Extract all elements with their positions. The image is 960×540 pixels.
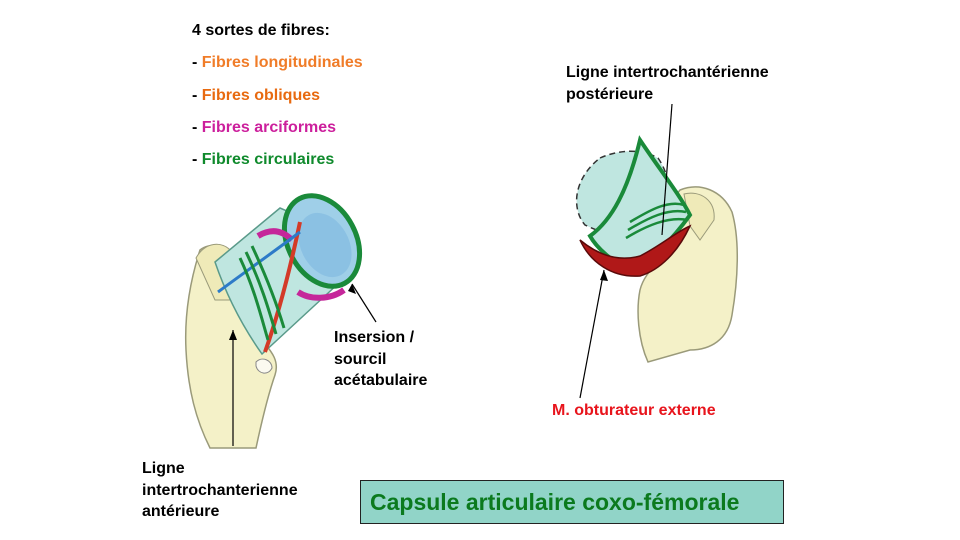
posterior-femur-drawing: [575, 135, 739, 363]
legend-label-arciform: Fibres arciformes: [201, 119, 337, 136]
pointer-anterior-arrowhead: [229, 330, 237, 340]
arciform-fibre-lower: [296, 287, 346, 301]
label-acetabular-insertion: Insersion / sourcil acétabulaire: [334, 327, 427, 392]
label-posterior-line-2: postérieure: [566, 85, 654, 103]
label-insertion-line-3: acétabulaire: [334, 372, 428, 390]
label-insertion-line-1: Insersion /: [334, 329, 415, 346]
arciform-fibre-upper: [256, 228, 295, 243]
posterior-circular-fibre-3: [625, 217, 689, 240]
legend-dash: -: [192, 54, 202, 71]
legend-dash: -: [192, 151, 202, 168]
legend-item-arciform: - Fibres arciformes: [192, 118, 336, 139]
circular-fibre-3: [250, 245, 286, 329]
pointer-posterior-line: [661, 103, 673, 236]
slide-title-box: Capsule articulaire coxo-fémorale: [360, 480, 784, 524]
obturator-externus-muscle: [579, 224, 692, 277]
label-anterior-line-2: intertrochanterienne: [142, 481, 298, 499]
label-anterior-line-1: Ligne: [142, 460, 185, 477]
pointer-insertion-arrowhead: [348, 284, 356, 294]
slide-title: Capsule articulaire coxo-fémorale: [370, 488, 740, 515]
legend-item-longitudinal: - Fibres longitudinales: [192, 53, 363, 74]
greater-trochanter-posterior: [683, 192, 715, 241]
legend-dash: -: [192, 87, 202, 104]
posterior-circular-fibre-1: [629, 202, 685, 224]
label-posterior-intertrochanteric-line: Ligne intertrochantérienne postérieure: [566, 62, 769, 105]
circular-fibre-1: [238, 257, 270, 341]
pointer-insertion: [351, 283, 377, 323]
pointer-obturator: [579, 269, 605, 399]
label-anterior-line-3: antérieure: [142, 503, 220, 521]
legend-dash: -: [192, 119, 202, 136]
circular-fibre-2: [244, 251, 278, 335]
legend-label-oblique: Fibres obliques: [201, 87, 321, 104]
legend-title: 4 sortes de fibres:: [192, 22, 330, 39]
femoral-head-inner: [298, 212, 352, 278]
legend-label-circular: Fibres circulaires: [201, 151, 335, 168]
legend-label-longitudinal: Fibres longitudinales: [201, 54, 363, 71]
label-posterior-line-1: Ligne intertrochantérienne: [566, 64, 769, 81]
lesser-trochanter-anterior: [255, 358, 273, 374]
label-obturator-externus: M. obturateur externe: [552, 402, 716, 419]
longitudinal-fibre: [217, 230, 301, 294]
anterior-femur-drawing: [184, 193, 363, 449]
legend-item-oblique: - Fibres obliques: [192, 86, 320, 107]
legend-item-circular: - Fibres circulaires: [192, 150, 334, 171]
pointer-obturator-arrowhead: [600, 270, 608, 281]
label-insertion-line-2: sourcil: [334, 350, 387, 368]
posterior-circular-fibre-2: [627, 209, 687, 232]
label-anterior-intertrochanteric-line: Ligne intertrochanterienne antérieure: [142, 458, 298, 523]
